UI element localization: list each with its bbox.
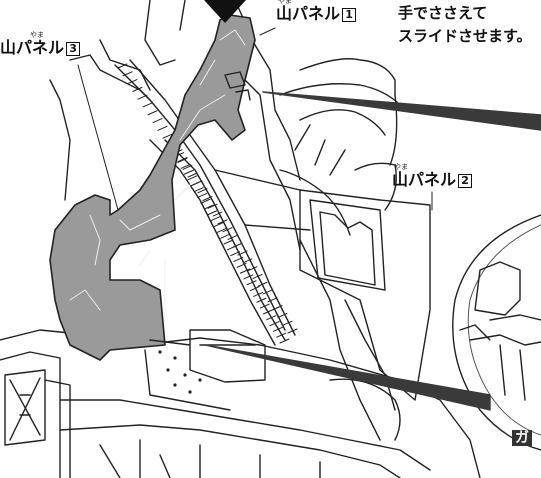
- rack-tooth: [263, 309, 274, 315]
- base-structure: [0, 329, 481, 478]
- rack-tooth: [287, 328, 298, 334]
- leader-lines: [77, 27, 433, 211]
- instruction-text-2: スライドさせます。: [398, 27, 532, 45]
- hand-outline: [279, 58, 401, 236]
- rack-tooth: [223, 239, 234, 245]
- rack-tooth: [190, 181, 201, 187]
- rack-tooth: [147, 110, 158, 116]
- panel-2-ruby: やま: [394, 163, 408, 171]
- rack-tooth: [272, 326, 283, 332]
- rack-tooth: [243, 274, 254, 280]
- callout-pointer-lower: [204, 344, 491, 411]
- panel-1-tab: [224, 71, 251, 101]
- rack-tooth: [220, 233, 231, 239]
- panel-3-detail: [69, 29, 246, 321]
- panel-1-number: 1: [342, 8, 357, 22]
- rack-tooth: [262, 289, 273, 295]
- rack-tooth: [259, 303, 270, 309]
- rack-tooth: [197, 188, 208, 194]
- rack-tooth: [233, 256, 244, 262]
- mountain-panel-3: [49, 14, 256, 361]
- rack-tooth: [227, 234, 238, 240]
- rack-tooth: [193, 187, 204, 193]
- rack-tooth: [253, 291, 264, 297]
- rack-tooth: [236, 262, 247, 268]
- rack-tooth: [142, 102, 153, 108]
- rack-tooth: [207, 210, 218, 216]
- rack-tooth: [279, 338, 290, 344]
- down-arrow-icon: [204, 0, 246, 23]
- rack-tooth: [207, 203, 218, 209]
- rack-tooth: [216, 227, 227, 233]
- rack-tooth: [256, 297, 267, 303]
- rack-tooth: [152, 118, 163, 124]
- rack-tooth: [272, 305, 283, 311]
- rack-tooth: [222, 227, 233, 233]
- rack-tooth: [247, 266, 258, 272]
- panel-1-text: 山パネル: [276, 4, 341, 23]
- panel-2-number: 2: [458, 174, 473, 188]
- callout-label-partial: ガ: [512, 430, 532, 446]
- rack-tooth: [210, 216, 221, 222]
- rack-tooth: [162, 133, 173, 139]
- rack-tooth: [203, 204, 214, 210]
- rack-tooth: [157, 125, 168, 131]
- rack-tooth: [177, 157, 188, 163]
- panel-3-number: 3: [66, 42, 81, 56]
- platform-box: [144, 329, 266, 411]
- rack-tooth: [212, 211, 223, 217]
- rack-tooth: [122, 71, 133, 77]
- panel-3-ruby: やま: [30, 31, 44, 39]
- panel-2-text: 山パネル: [392, 170, 457, 189]
- rack-tooth: [276, 332, 287, 338]
- rack-tooth: [137, 94, 148, 100]
- zoom-callout: [452, 214, 541, 451]
- rack-tooth: [182, 164, 193, 170]
- panel-1-ruby: やま: [278, 0, 292, 5]
- rack-tooth: [249, 286, 260, 292]
- rack-tooth: [177, 157, 188, 163]
- instruction-text-1: 手でささえて: [398, 4, 488, 22]
- rack-tooth: [269, 321, 280, 327]
- rack-tooth: [183, 169, 194, 175]
- rack-tooth: [277, 312, 288, 318]
- panel-3-text: 山パネル: [0, 38, 65, 57]
- rack-tooth: [257, 281, 268, 287]
- rack-tooth: [282, 320, 293, 326]
- rack-tooth: [132, 86, 143, 92]
- rack-tooth: [127, 79, 138, 85]
- floor-dots: [158, 350, 202, 394]
- rack-tooth: [242, 258, 253, 264]
- rack-tooth: [252, 273, 263, 279]
- mountain-panel-2: [299, 189, 431, 441]
- rack-tooth: [267, 297, 278, 303]
- rack-tooth: [200, 198, 211, 204]
- rack-tooth: [213, 222, 224, 228]
- rack-tooth: [187, 172, 198, 178]
- rack-tooth: [180, 163, 191, 169]
- rack-tooth: [237, 250, 248, 256]
- rack-tooth: [226, 245, 237, 251]
- rack-tooth: [117, 63, 128, 69]
- rack-tooth: [217, 219, 228, 225]
- rack-tooth: [239, 268, 250, 274]
- rack-tooth: [246, 280, 257, 286]
- rack-tooth: [187, 175, 198, 181]
- rack-tooth: [197, 192, 208, 198]
- rack-tooth: [266, 315, 277, 321]
- rack-tooth: [202, 196, 213, 201]
- rack-tooth: [230, 251, 241, 257]
- callout-pointer-upper: [262, 91, 541, 131]
